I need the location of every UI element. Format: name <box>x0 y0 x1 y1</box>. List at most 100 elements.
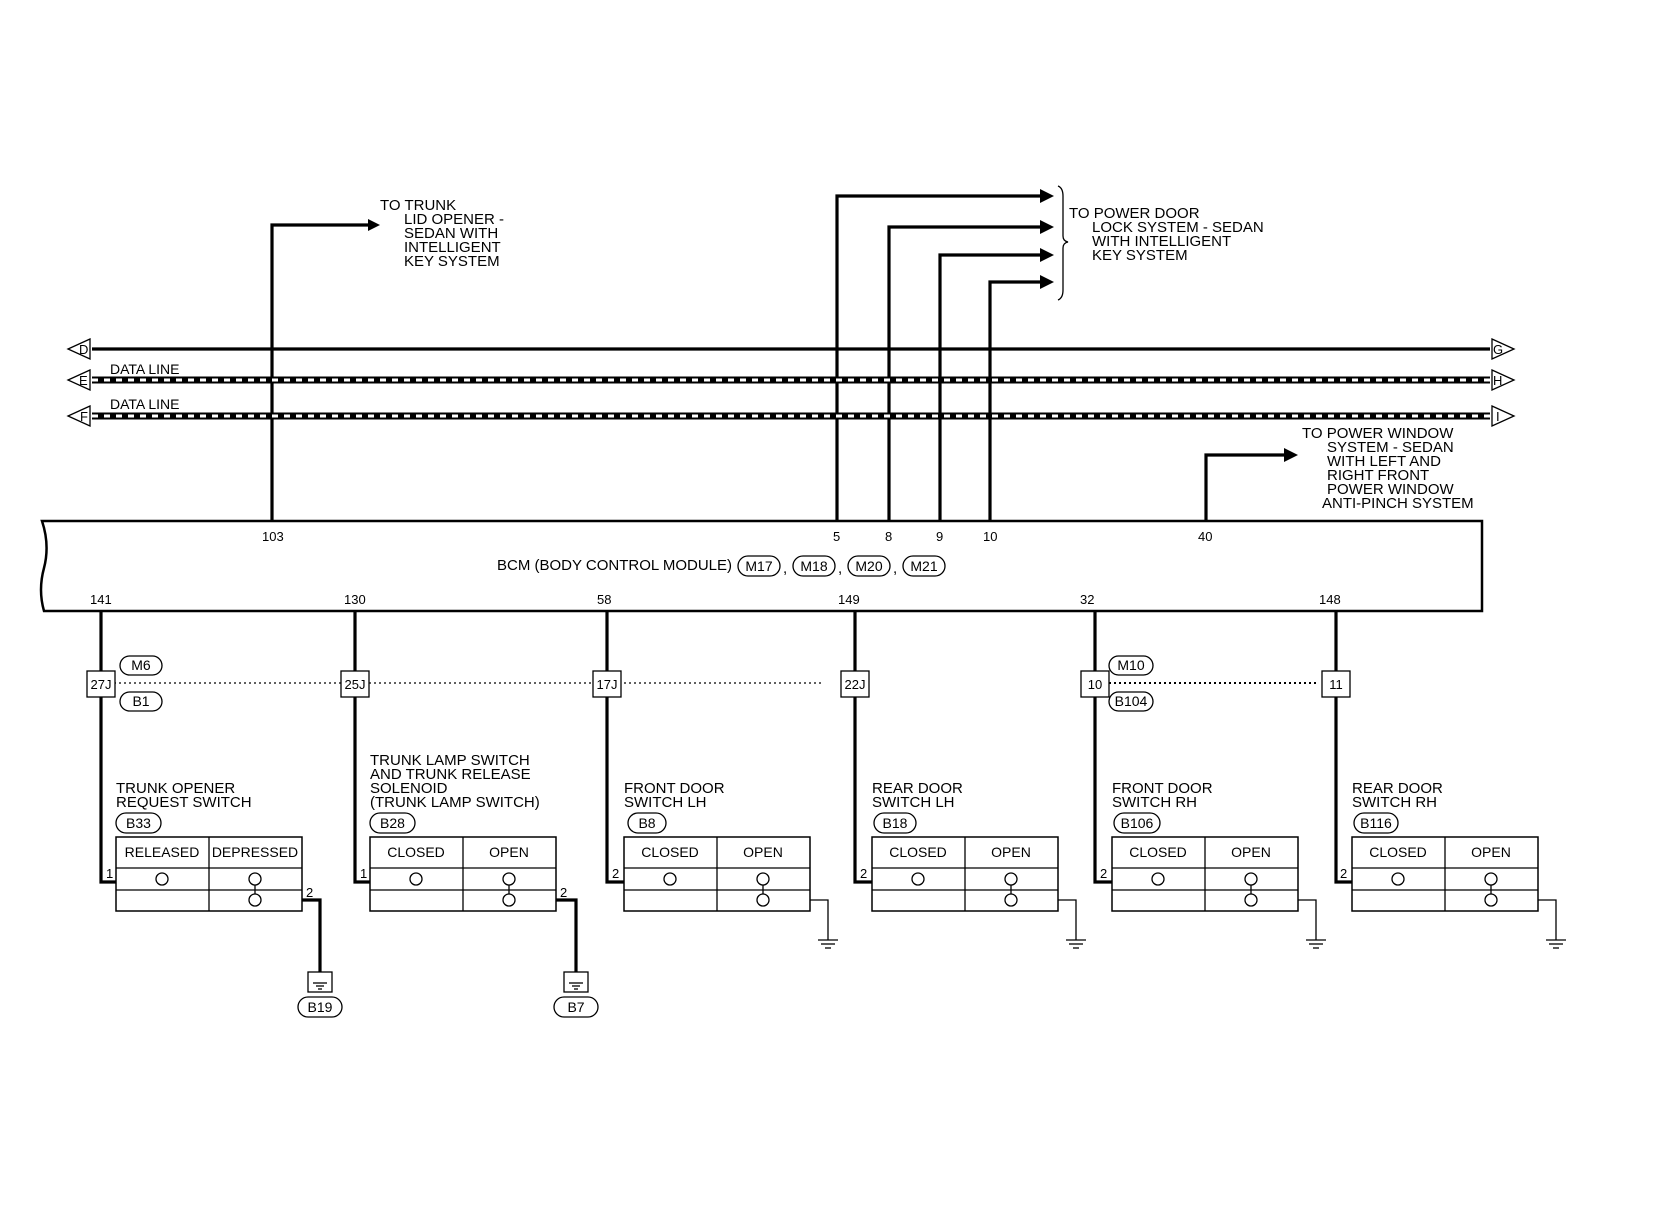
connector-h: H <box>1491 368 1516 392</box>
svg-text:F: F <box>80 409 88 424</box>
svg-text:25J: 25J <box>345 677 366 692</box>
switch-col-depressed: DEPRESSED <box>212 844 298 860</box>
svg-text:M20: M20 <box>855 558 882 574</box>
switch-col-closed: CLOSED <box>1369 844 1427 860</box>
svg-text:B18: B18 <box>883 815 908 831</box>
bcm-separator: , <box>838 560 842 577</box>
bcm-pin-40: 40 <box>1198 529 1212 544</box>
switch-col-closed: CLOSED <box>387 844 445 860</box>
switch-col-open: OPEN <box>1231 844 1271 860</box>
joint-22j: 22J <box>840 670 870 698</box>
ground-symbol <box>818 939 838 949</box>
bcm-pin-32: 32 <box>1080 592 1094 607</box>
connector-d: D <box>66 337 91 361</box>
data-line-label-1: DATA LINE <box>110 361 180 377</box>
svg-text:B116: B116 <box>1360 815 1392 831</box>
switch-pin-1: 2 <box>1340 866 1347 881</box>
switch-pin-1: 2 <box>612 866 619 881</box>
joint-connector-m10: M10 <box>1108 655 1154 676</box>
joint-25j: 25J <box>340 670 370 698</box>
bcm-pin-149: 149 <box>838 592 860 607</box>
power-door-label: TO POWER DOOR LOCK SYSTEM - SEDAN WITH I… <box>1069 205 1268 264</box>
svg-text:B8: B8 <box>638 815 655 831</box>
switch-name: REAR DOOR SWITCH RH <box>1352 780 1447 811</box>
vertical-wires <box>99 611 1352 884</box>
joint-connector-m6: M6 <box>119 655 163 676</box>
switch-pin-1: 1 <box>360 866 367 881</box>
switch-connector: B116 <box>1353 812 1399 834</box>
svg-text:B1: B1 <box>132 693 149 709</box>
switch-col-closed: CLOSED <box>1129 844 1187 860</box>
switch-connector: B33 <box>115 812 162 834</box>
trunk-lid-label: TO TRUNK LID OPENER - SEDAN WITH INTELLI… <box>380 197 508 270</box>
ground-symbol <box>307 971 333 993</box>
switch-pin-1: 2 <box>860 866 867 881</box>
svg-text:B19: B19 <box>308 999 333 1015</box>
svg-text:M6: M6 <box>131 657 151 673</box>
switch-trunk-lamp: TRUNK LAMP SWITCH AND TRUNK RELEASE SOLE… <box>360 752 599 1018</box>
svg-text:M21: M21 <box>910 558 937 574</box>
switch-connector: B106 <box>1113 812 1161 834</box>
switch-col-open: OPEN <box>743 844 783 860</box>
bcm-pin-130: 130 <box>344 592 366 607</box>
switch-rear-door-lh: REAR DOOR SWITCH LH B18 CLOSED OPEN 2 <box>860 780 1086 949</box>
bcm-pin-9: 9 <box>936 529 943 544</box>
bcm-pin-58: 58 <box>597 592 611 607</box>
bcm-pin-5: 5 <box>833 529 840 544</box>
data-line-label-2: DATA LINE <box>110 396 180 412</box>
svg-text:B104: B104 <box>1115 693 1148 709</box>
switch-name: REAR DOOR SWITCH LH <box>872 780 967 811</box>
switch-pin-2: 2 <box>306 885 313 900</box>
bcm-separator: , <box>783 560 787 577</box>
ground-symbol <box>1546 939 1566 949</box>
bcm-pin-103: 103 <box>262 529 284 544</box>
bcm-separator: , <box>893 560 897 577</box>
switch-pin-2: 2 <box>560 885 567 900</box>
switch-front-door-lh: FRONT DOOR SWITCH LH B8 CLOSED OPEN 2 <box>612 780 838 949</box>
switch-col-open: OPEN <box>1471 844 1511 860</box>
svg-text:E: E <box>79 373 88 388</box>
joint-27j: 27J <box>86 670 116 698</box>
joint-10: 10 <box>1080 670 1110 698</box>
trunk-lid-wire <box>270 219 380 521</box>
switch-pin-1: 2 <box>1100 866 1107 881</box>
svg-text:B7: B7 <box>567 999 584 1015</box>
bcm-pin-141: 141 <box>90 592 112 607</box>
switch-trunk-opener: TRUNK OPENER REQUEST SWITCH B33 RELEASED… <box>106 780 343 1018</box>
bcm-connector-m18: M18 <box>792 555 836 577</box>
switch-connector: B8 <box>627 812 667 834</box>
svg-text:27J: 27J <box>91 677 112 692</box>
svg-text:B33: B33 <box>126 815 151 831</box>
svg-text:11: 11 <box>1329 677 1343 692</box>
bcm-pin-148: 148 <box>1319 592 1341 607</box>
bcm-pin-10: 10 <box>983 529 997 544</box>
ground-symbol <box>563 971 589 993</box>
bcm-pin-8: 8 <box>885 529 892 544</box>
power-door-wires <box>835 185 1069 521</box>
switch-name: FRONT DOOR SWITCH RH <box>1112 780 1217 811</box>
connector-i: I <box>1491 404 1516 428</box>
bcm-connector-m20: M20 <box>847 555 891 577</box>
joint-connector-b104: B104 <box>1108 691 1154 712</box>
joint-connector-b1: B1 <box>119 691 163 712</box>
svg-text:H: H <box>1493 373 1502 388</box>
svg-text:G: G <box>1493 342 1503 357</box>
svg-text:M10: M10 <box>1117 657 1144 673</box>
switch-col-open: OPEN <box>991 844 1031 860</box>
connector-g: G <box>1491 337 1516 361</box>
switch-name: TRUNK OPENER REQUEST SWITCH <box>116 780 252 811</box>
joint-17j: 17J <box>592 670 622 698</box>
switch-connector: B28 <box>369 812 416 834</box>
switch-col-closed: CLOSED <box>641 844 699 860</box>
switch-col-released: RELEASED <box>125 844 200 860</box>
ground-connector: B7 <box>553 996 599 1018</box>
ground-symbol <box>1066 939 1086 949</box>
joint-11: 11 <box>1321 670 1351 698</box>
svg-text:22J: 22J <box>845 677 866 692</box>
svg-text:I: I <box>1496 409 1500 424</box>
ground-symbol <box>1306 939 1326 949</box>
svg-text:M18: M18 <box>800 558 827 574</box>
svg-text:B28: B28 <box>380 815 405 831</box>
switch-front-door-rh: FRONT DOOR SWITCH RH B106 CLOSED OPEN 2 <box>1100 780 1326 949</box>
